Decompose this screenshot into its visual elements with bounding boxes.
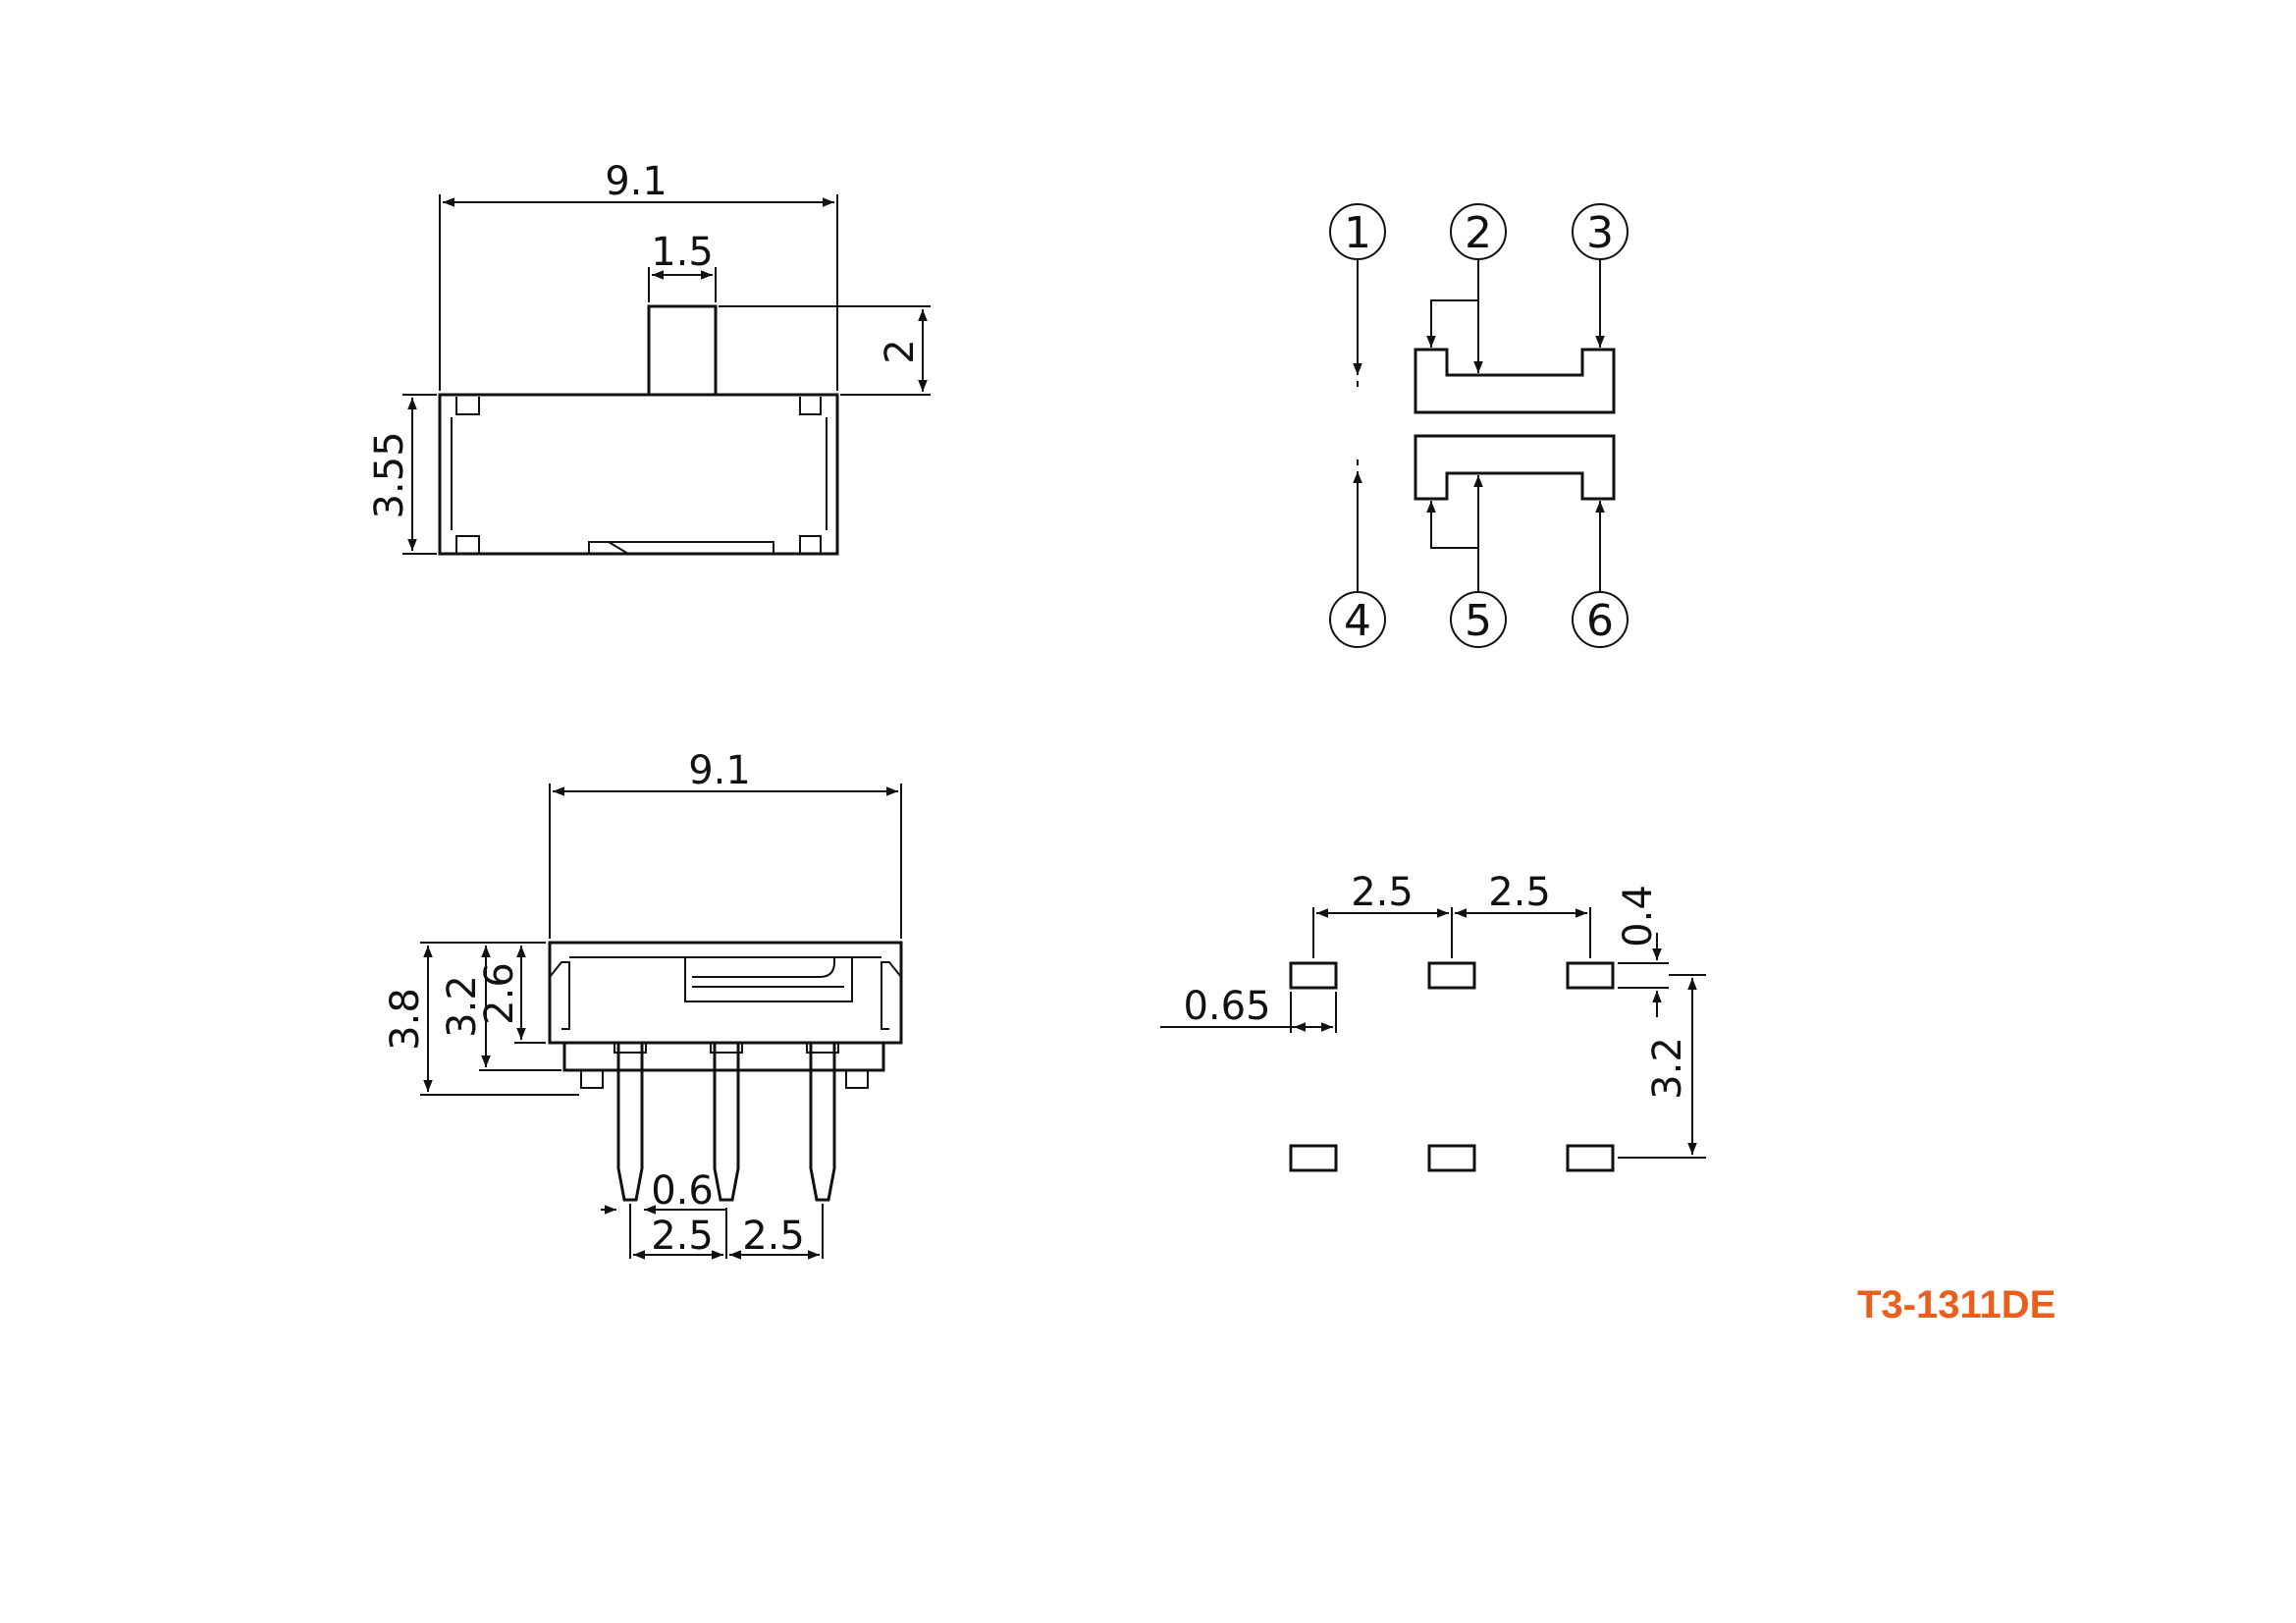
top-view: 9.1 1.5 2 3.55	[367, 159, 931, 556]
actuator-width-label: 1.5	[651, 230, 714, 275]
pad-3	[1566, 961, 1615, 990]
row-spacing-label: 3.2	[1645, 1037, 1690, 1100]
height-upper-label: 2.6	[477, 962, 522, 1025]
pad-width-label: 0.65	[1183, 984, 1270, 1029]
pad-2	[1427, 961, 1476, 990]
pcb-layout: 2.5 2.5 0.4 0.65 3.2	[1160, 870, 1706, 1172]
pin-label-4: 4	[1344, 596, 1371, 646]
pin-label-5: 5	[1465, 596, 1492, 646]
side-view-dimensions	[420, 784, 902, 1260]
height-total-label: 3.8	[383, 988, 428, 1051]
pin-width-label: 0.6	[651, 1168, 714, 1214]
upper-contact	[1414, 348, 1616, 414]
pin-label-6: 6	[1586, 596, 1614, 646]
pin-label-2: 2	[1465, 208, 1492, 258]
top-view-width-label: 9.1	[605, 159, 667, 204]
pin-label-1: 1	[1344, 208, 1371, 258]
pcb-pitch-left-label: 2.5	[1351, 870, 1414, 915]
side-pin-left	[616, 1043, 644, 1202]
pad-height-label: 0.4	[1616, 885, 1661, 947]
pcb-dimensions	[1160, 907, 1706, 1159]
pin-label-3: 3	[1586, 208, 1614, 258]
side-pitch-left-label: 2.5	[651, 1214, 714, 1259]
side-pin-center	[713, 1043, 740, 1202]
body-height-label: 3.55	[367, 431, 412, 518]
top-view-outline	[438, 304, 839, 556]
pcb-pitch-right-label: 2.5	[1488, 870, 1551, 915]
pad-1	[1289, 961, 1338, 990]
part-number: T3-1311DE	[1857, 1283, 2056, 1326]
side-pitch-right-label: 2.5	[742, 1214, 805, 1259]
schematic: 1 2 3 4 5 6	[1329, 203, 1629, 648]
height-mid-label: 3.2	[440, 975, 485, 1038]
side-view-outline	[548, 941, 903, 1202]
schematic-leaders	[1353, 259, 1605, 592]
side-pin-right	[809, 1043, 836, 1202]
lower-contact	[1414, 434, 1616, 501]
pad-6	[1566, 1144, 1615, 1172]
actuator-height-label: 2	[878, 339, 923, 363]
side-view: 9.1 3.8 3.2 2.6 0.6 2.5 2.5	[383, 748, 903, 1260]
top-view-dimensions	[402, 194, 931, 555]
side-view-width-label: 9.1	[688, 748, 751, 793]
pad-5	[1427, 1144, 1476, 1172]
pad-4	[1289, 1144, 1338, 1172]
